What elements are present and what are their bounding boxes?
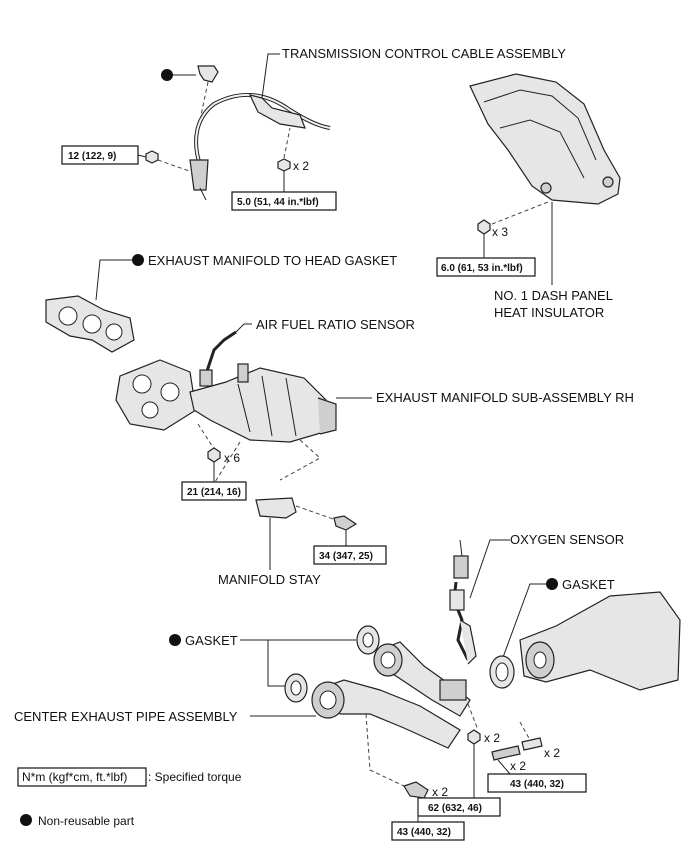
torque-2: 5.0 (51, 44 in.*lbf) [237,197,319,208]
nonreusable-mark-head-gasket [132,254,144,266]
count-studs: x 2 [544,746,560,760]
label-gasket-left: GASKET [185,633,238,648]
manifold-stay [255,497,297,519]
manifold-stay-illustration: MANIFOLD STAY 34 (347, 25) [218,497,387,587]
bolt-icon [403,781,429,799]
center-pipe-illustration: GASKET CENTER EXHAUST PIPE ASSEMBLY [14,625,479,787]
legend-torque-desc: : Specified torque [148,770,242,784]
nonreusable-mark-clip [161,69,173,81]
cable-bracket [248,94,306,129]
legend-nonreusable: Non-reusable part [38,814,135,828]
head-gasket-illustration: EXHAUST MANIFOLD TO HEAD GASKET [45,253,397,353]
label-af-sensor: AIR FUEL RATIO SENSOR [256,317,415,332]
muffler-pipe [519,591,681,691]
nut-icon [277,158,291,172]
torque-8: 43 (440, 32) [397,827,451,838]
nut-icon [477,219,491,235]
legend: N*m (kgf*cm, ft.*lbf) : Specified torque… [17,767,242,828]
count-bottom-bolts: x 2 [432,785,448,799]
label-gasket-right: GASKET [562,577,615,592]
torque-1: 12 (122, 9) [68,151,116,162]
transmission-cable-illustration: TRANSMISSION CONTROL CABLE ASSEMBLY 12 (… [61,46,566,211]
nut-icon [467,729,481,745]
torque-5: 34 (347, 25) [319,551,373,562]
heat-insulator [469,73,621,205]
nonreusable-mark-gasket-left [169,634,181,646]
label-dash-panel-2: HEAT INSULATOR [494,305,604,320]
label-oxygen-sensor: OXYGEN SENSOR [510,532,624,547]
torque-6: 43 (440, 32) [510,779,564,790]
pipe-flange [439,679,467,701]
label-head-gasket: EXHAUST MANIFOLD TO HEAD GASKET [148,253,397,268]
legend-torque-box [17,767,147,787]
pipe-fasteners: x 2 x 2 x 2 43 (440, 32) 62 (632, 46) x … [391,721,587,841]
manifold-flange [115,359,197,431]
torque-box-5 [313,545,387,565]
oxygen-sensor-connector [453,555,469,579]
oxygen-sensor-illustration: OXYGEN SENSOR [449,532,624,665]
torque-7: 62 (632, 46) [428,803,482,814]
label-manifold-rh: EXHAUST MANIFOLD SUB-ASSEMBLY RH [376,390,634,405]
bolt-icon [333,515,358,531]
label-dash-panel-1: NO. 1 DASH PANEL [494,288,613,303]
count-cable-nuts: x 2 [293,159,309,173]
label-manifold-stay: MANIFOLD STAY [218,572,321,587]
torque-4: 21 (214, 16) [187,487,241,498]
rear-pipe-illustration: GASKET [489,577,681,691]
count-insulator-nuts: x 3 [492,225,508,239]
legend-torque-units: N*m (kgf*cm, ft.*lbf) [22,770,127,784]
label-center-pipe: CENTER EXHAUST PIPE ASSEMBLY [14,709,238,724]
count-pipe-bolts: x 2 [510,759,526,773]
exhaust-manifold-illustration: AIR FUEL RATIO SENSOR EXHAUST MANIFOLD S… [115,317,634,501]
label-transmission-cable: TRANSMISSION CONTROL CABLE ASSEMBLY [282,46,566,61]
torque-box-3 [436,257,536,277]
manifold-outlet-flange [317,397,337,435]
af-sensor [199,369,213,387]
cable-end [189,159,209,191]
cable-clip [197,65,219,83]
bolt-icon [491,745,521,761]
torque-box-6 [487,773,587,793]
nut-icon [207,447,221,463]
nonreusable-legend-icon [20,814,32,826]
stud-icon [521,737,543,751]
oxygen-sensor-body [449,589,465,611]
heat-insulator-illustration: x 3 6.0 (61, 53 in.*lbf) NO. 1 DASH PANE… [436,73,621,320]
torque-box-8 [391,821,465,841]
nonreusable-mark-gasket-right [546,578,558,590]
torque-3: 6.0 (61, 53 in.*lbf) [441,263,523,274]
nut-icon [145,150,159,164]
count-manifold-nuts: x 6 [224,451,240,465]
count-pipe-nuts: x 2 [484,731,500,745]
